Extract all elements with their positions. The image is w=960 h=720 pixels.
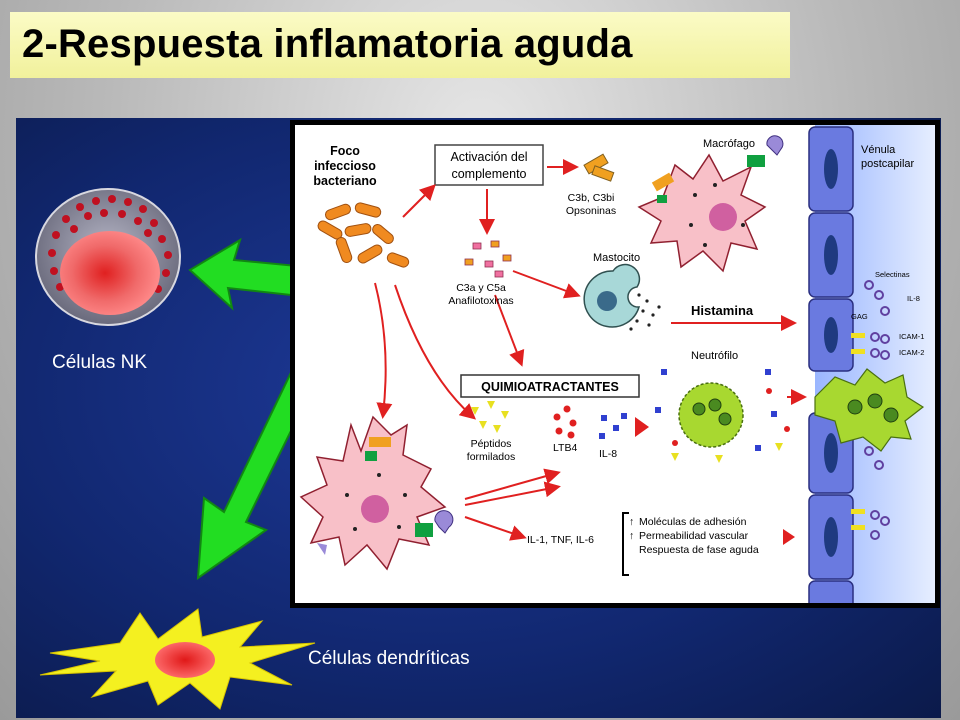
adhesion-molecules-icon (864, 280, 890, 540)
c3a-line2: Anafilotoxinas (448, 295, 513, 307)
ltb4-icon (553, 405, 577, 439)
nk-cell-image (35, 188, 181, 326)
complement-activation-box (434, 144, 544, 186)
effect-permeability: Permeabilidad vascular (639, 530, 749, 542)
foco-line2: infeccioso (314, 159, 376, 173)
foco-line3: bacteriano (313, 174, 377, 188)
macrophage-bottom-icon (299, 415, 447, 571)
macrofago-label: Macrófago (703, 138, 755, 150)
nk-cells-label: Células NK (52, 352, 148, 373)
dendritic-cells-label: Células dendríticas (308, 648, 470, 669)
activacion-line1: Activación del (450, 150, 527, 164)
arrow-up-2: ↑ (629, 530, 634, 542)
foco-line1: Foco (330, 144, 360, 158)
dendritic-cell-image (39, 608, 316, 710)
peptidos-line2: formilados (467, 451, 515, 463)
extravasating-neutrophil-icon (814, 368, 925, 452)
peptidos-line1: Péptidos (471, 438, 512, 450)
neutrofilo-label: Neutrófilo (691, 350, 738, 362)
c3b-line1: C3b, C3bi (568, 192, 615, 204)
venula-line2: postcapilar (861, 158, 915, 170)
neutrophil-icon (678, 382, 744, 448)
arrow-up-1: ↑ (629, 516, 634, 528)
chemoattractants-box (460, 374, 640, 398)
activacion-line2: complemento (451, 167, 526, 181)
mastocito-label: Mastocito (593, 252, 640, 264)
c3b-line2: Opsoninas (566, 205, 616, 217)
effect-acute-phase: Respuesta de fase aguda (639, 544, 759, 556)
il8-label: IL-8 (599, 448, 617, 460)
c3a-line1: C3a y C5a (456, 282, 506, 294)
bacteria-icon (317, 202, 410, 268)
diagram-svg: Foco infeccioso bacteriano Activación de… (299, 125, 935, 603)
inflammation-diagram: Foco infeccioso bacteriano Activación de… (295, 125, 935, 603)
histamina-label: Histamina (691, 303, 754, 318)
macrophage-top-icon (637, 153, 767, 273)
selectinas-label: Selectinas (875, 270, 910, 279)
diagram-frame: Foco infeccioso bacteriano Activación de… (290, 120, 940, 608)
icam2-label: ICAM-2 (899, 348, 924, 357)
effect-adhesion: Moléculas de adhesión (639, 516, 747, 528)
il8-vessel-label: IL-8 (907, 294, 920, 303)
opsonin-icon (583, 153, 615, 182)
anaphylatoxin-icon (464, 240, 512, 278)
gag-label: GAG (851, 312, 868, 321)
quimio-label: QUIMIOATRACTANTES (481, 380, 619, 394)
icam1-label: ICAM-1 (899, 332, 924, 341)
ltb4-label: LTB4 (553, 442, 577, 454)
venula-line1: Vénula (861, 144, 896, 156)
il1-label: IL-1, TNF, IL-6 (527, 534, 594, 546)
title-bar: 2-Respuesta inflamatoria aguda (10, 12, 790, 78)
formyl-peptides-icon (471, 401, 509, 433)
il8-icon (599, 413, 627, 439)
page-title: 2-Respuesta inflamatoria aguda (22, 22, 633, 66)
